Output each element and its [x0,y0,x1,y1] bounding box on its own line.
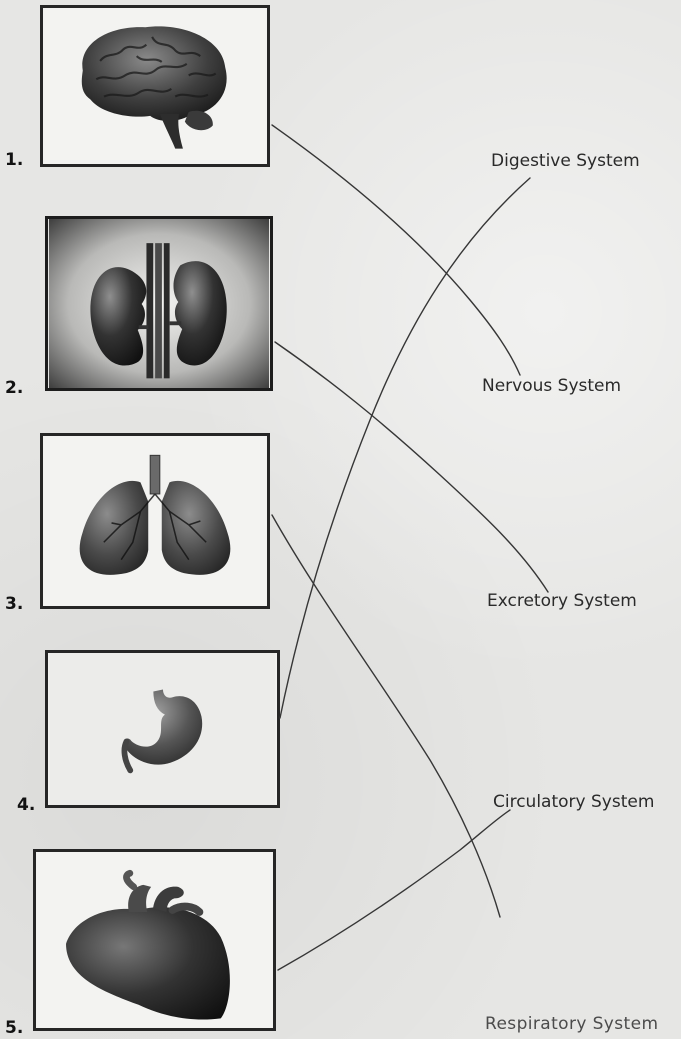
organ-box-1 [40,5,270,167]
heart-icon [36,852,273,1028]
organ-box-2 [45,216,273,391]
brain-icon [43,8,267,164]
stomach-icon [48,653,277,805]
kidneys-icon [48,219,270,388]
organ-box-4 [45,650,280,808]
label-circulatory-system: Circulatory System [493,794,654,811]
item-number-2: 2. [5,380,23,397]
label-digestive-system: Digestive System [491,153,640,170]
item-number-4: 4. [17,797,35,814]
lungs-icon [43,436,267,606]
item-number-1: 1. [5,152,23,169]
item-number-5: 5. [5,1020,23,1037]
match-line-4 [280,178,530,718]
item-number-3: 3. [5,596,23,613]
organ-box-3 [40,433,270,609]
match-line-3 [272,515,500,917]
match-line-1 [272,125,520,375]
organ-box-5 [33,849,276,1031]
match-line-5 [278,810,510,970]
label-respiratory-system: Respiratory System [485,1016,658,1033]
label-nervous-system: Nervous System [482,378,621,395]
label-excretory-system: Excretory System [487,593,637,610]
